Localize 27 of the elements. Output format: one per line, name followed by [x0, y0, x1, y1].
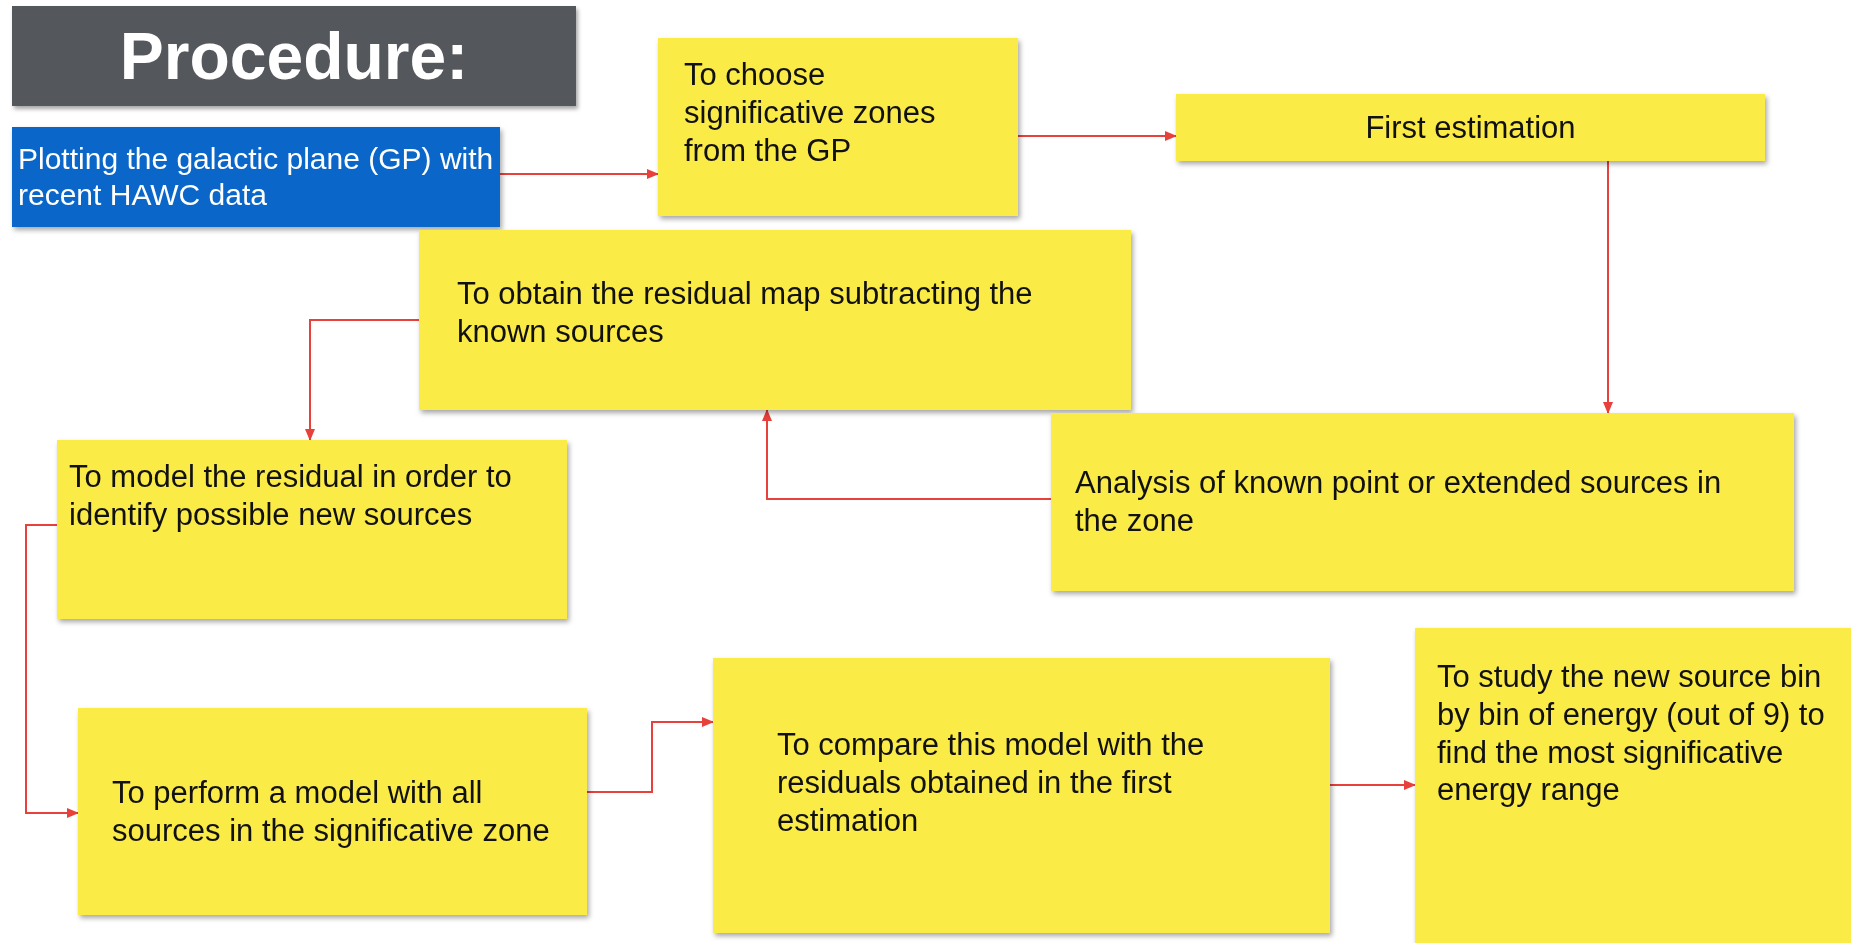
step-text: First estimation: [1365, 108, 1576, 147]
arrow: [1329, 780, 1416, 790]
process-box: [1051, 413, 1794, 591]
process-box: [713, 658, 1330, 933]
arrow: [25, 524, 79, 818]
step-text: To choose significative zones from the GP: [684, 56, 937, 170]
step-text: Analysis of known point or extended sources in the zone: [1075, 464, 1723, 540]
process-box: [78, 708, 587, 915]
step-text: Plotting the galactic plane (GP) with recent HAWC data: [18, 141, 494, 213]
process-box: [12, 127, 500, 227]
arrow: [1603, 160, 1613, 414]
arrow: [762, 409, 1052, 500]
process-box: [1415, 628, 1851, 943]
arrow: [305, 319, 420, 441]
step-text: To obtain the residual map subtracting the known sources: [457, 275, 1034, 351]
process-box: [419, 230, 1131, 410]
step-text: To study the new source bin by bin of energy (out of 9) to find the most significative energy range: [1437, 658, 1826, 810]
title-banner: Procedure:: [12, 6, 576, 106]
process-box: [658, 38, 1018, 216]
step-text: To model the residual in order to identify possible new sources: [69, 458, 513, 534]
arrow: [1017, 131, 1177, 141]
step-text: To perform a model with all sources in the significative zone: [112, 773, 551, 850]
step-text: To compare this model with the residuals obtained in the first estimation: [777, 726, 1206, 840]
arrow: [586, 717, 714, 793]
process-box: [1176, 94, 1765, 161]
arrow: [499, 169, 659, 179]
process-box: [57, 440, 567, 619]
